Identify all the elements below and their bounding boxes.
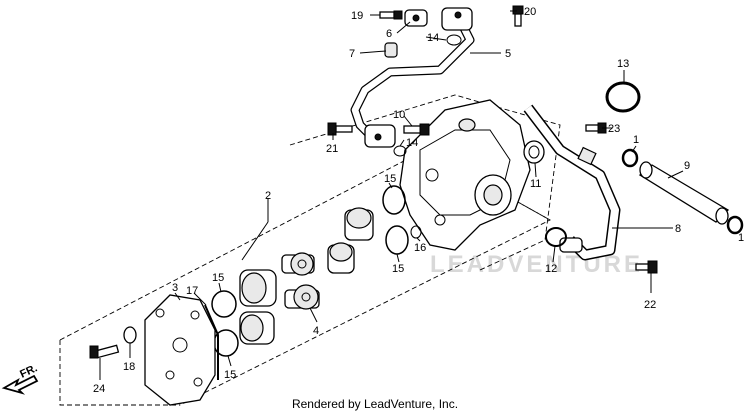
callout-14b: 14	[406, 137, 418, 149]
callout-19: 19	[351, 10, 363, 22]
clamp-1b	[726, 215, 744, 235]
oring-15c	[211, 290, 237, 318]
tube-9	[638, 161, 730, 225]
callout-6: 6	[386, 28, 392, 40]
outer-rotor-lower	[327, 242, 355, 274]
oring-15b	[385, 225, 409, 255]
oring-12	[545, 227, 567, 247]
oring-15a	[382, 185, 406, 215]
bolt-19	[379, 10, 403, 20]
callout-9: 9	[684, 160, 690, 172]
callout-15a: 15	[384, 173, 396, 185]
bolt-20	[512, 5, 524, 27]
washer-18	[123, 326, 137, 344]
callout-24: 24	[93, 383, 105, 395]
assembly-outline-upper	[289, 94, 561, 271]
clamp-6	[404, 9, 428, 27]
oring-13	[605, 81, 641, 113]
callout-7: 7	[349, 48, 355, 60]
collar-16	[410, 225, 422, 239]
bolt-10	[403, 123, 430, 136]
callout-10: 10	[393, 109, 405, 121]
callout-15c: 15	[212, 272, 224, 284]
render-credit: Rendered by LeadVenture, Inc.	[291, 397, 459, 411]
callout-21: 21	[326, 143, 338, 155]
inner-rotor-gear-upper	[281, 252, 315, 276]
callout-4: 4	[313, 325, 319, 337]
callout-23: 23	[608, 123, 620, 135]
oil-pump-body	[399, 99, 531, 251]
gasket-17	[204, 304, 219, 380]
oil-pipe-5	[350, 7, 475, 148]
leader-lines	[99, 10, 684, 380]
callout-5: 5	[505, 48, 511, 60]
callout-18: 18	[123, 361, 135, 373]
front-direction-arrow: FR.	[1, 362, 39, 395]
bolt-24	[89, 344, 120, 359]
hose-8	[523, 104, 621, 261]
bolt-22	[635, 260, 658, 274]
oring-14a	[446, 34, 462, 46]
bolt-21	[327, 122, 353, 136]
oil-seal-11	[523, 140, 545, 164]
clamp-1a	[621, 148, 639, 168]
callout-2: 2	[265, 190, 271, 202]
callout-labels: 19 20 6 14 7 5 13 10 14 23 21 1 9 11 2 1…	[93, 6, 744, 395]
inner-rotor-gear-lower	[284, 284, 320, 310]
callout-11: 11	[530, 178, 541, 190]
outer-rotor-upper	[344, 207, 374, 241]
callout-1a: 1	[633, 134, 639, 146]
outer-rotor-left-lower	[239, 311, 275, 345]
callout-20: 20	[524, 6, 536, 18]
callout-14a: 14	[427, 32, 439, 44]
callout-22: 22	[644, 299, 656, 311]
callout-15d: 15	[224, 369, 236, 381]
callout-13: 13	[617, 58, 629, 70]
collar-7	[384, 42, 398, 58]
callout-1b: 1	[738, 232, 744, 244]
callout-15b: 15	[392, 263, 404, 275]
callout-8: 8	[675, 223, 681, 235]
callout-12: 12	[545, 263, 557, 275]
washer-14b	[393, 145, 407, 157]
callout-17: 17	[186, 285, 198, 297]
callout-3: 3	[172, 282, 178, 294]
callout-16: 16	[414, 242, 426, 254]
outer-rotor-left-upper	[239, 269, 277, 307]
pump-cover-3	[144, 294, 216, 406]
